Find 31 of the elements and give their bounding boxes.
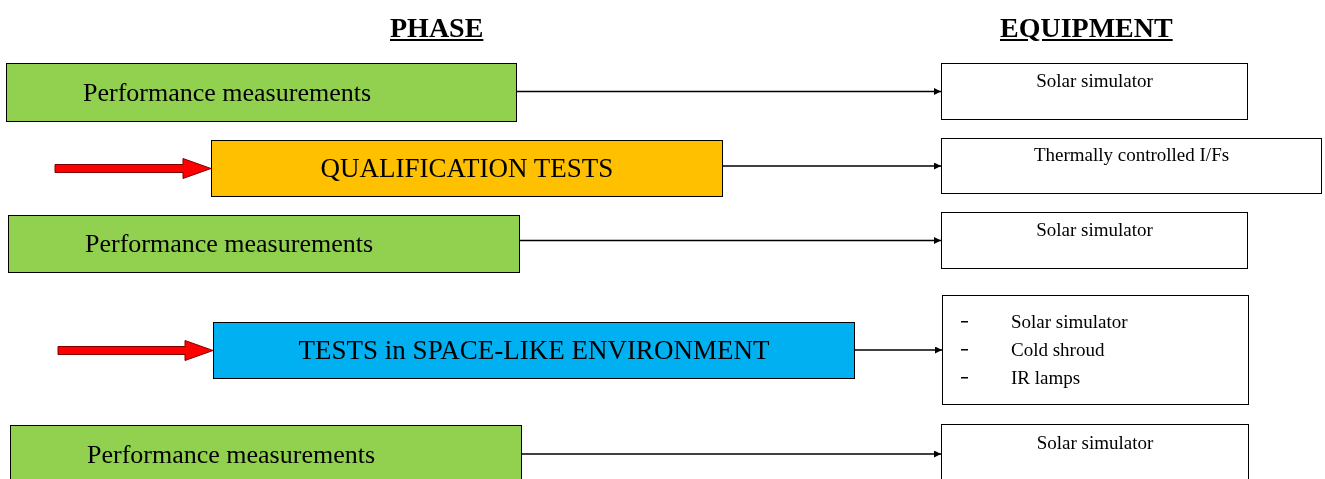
equipment-label: Solar simulator — [1036, 218, 1153, 241]
phase-box — [211, 140, 723, 197]
block-arrow — [54, 158, 212, 179]
equipment-item: Cold shroud — [1011, 338, 1105, 362]
phase-label: QUALIFICATION TESTS — [320, 153, 614, 184]
column-heading: PHASE — [390, 12, 484, 44]
column-heading: EQUIPMENT — [1000, 12, 1173, 44]
equipment-label: Solar simulator — [1036, 69, 1153, 92]
phase-box — [6, 63, 517, 122]
phase-label: Performance measurements — [83, 77, 372, 108]
equipment-box — [941, 138, 1322, 194]
phase-label: TESTS in SPACE-LIKE ENVIRONMENT — [298, 335, 770, 366]
block-arrow — [57, 340, 214, 361]
equipment-label: Solar simulator — [1036, 432, 1154, 454]
equipment-label: Thermally controlled I/Fs — [1033, 144, 1230, 166]
phase-box — [10, 425, 522, 479]
arrow — [722, 162, 942, 170]
phase-box — [8, 215, 520, 273]
arrow — [519, 237, 942, 244]
phase-label: Performance measurements — [87, 440, 376, 470]
equipment-item: IR lamps — [1011, 366, 1081, 390]
equipment-item: Solar simulator — [1011, 310, 1128, 334]
equipment-box — [942, 295, 1249, 405]
equipment-box — [941, 424, 1249, 479]
equipment-box — [941, 212, 1248, 269]
arrow — [521, 450, 942, 458]
arrow — [516, 88, 942, 95]
phase-box — [213, 322, 855, 379]
equipment-box — [941, 63, 1248, 120]
arrow — [854, 346, 943, 354]
phase-label: Performance measurements — [85, 229, 374, 259]
